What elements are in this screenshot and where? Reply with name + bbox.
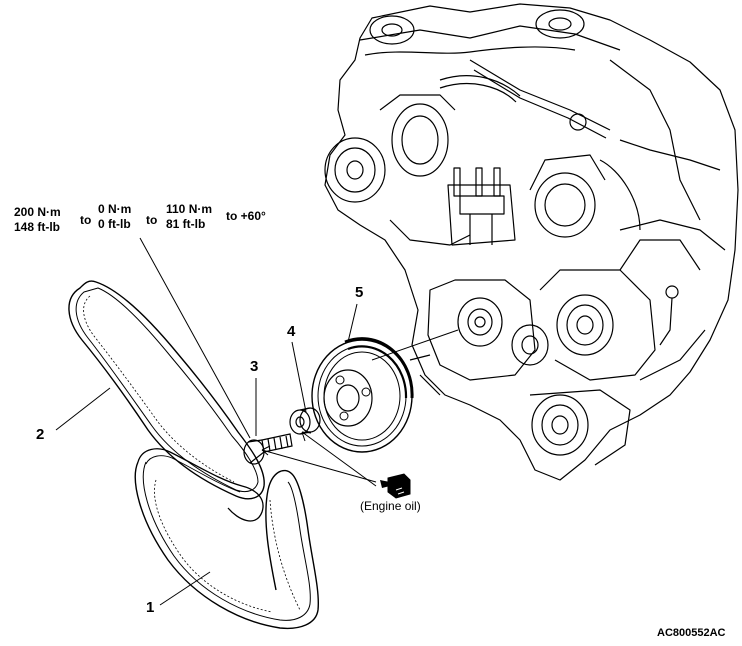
torque-step-1-ftlb: 148 ft-lb (14, 220, 61, 234)
callout-2: 2 (36, 426, 45, 443)
callout-5: 5 (355, 284, 364, 301)
torque-step-2: 0 N·m 0 ft-lb (98, 203, 131, 230)
leader-lines (55, 237, 459, 606)
torque-step-3: 110 N·m 81 ft-lb (166, 203, 212, 230)
engine-oil-note: (Engine oil) (360, 499, 421, 513)
callout-3: 3 (250, 358, 259, 375)
engine-block (324, 3, 739, 481)
torque-step-3-nm: 110 N·m (166, 202, 213, 216)
washer (289, 407, 321, 435)
figure-code: AC800552AC (657, 627, 726, 639)
pulley-bolt (243, 433, 293, 465)
torque-step-2-ftlb: 0 ft-lb (98, 217, 131, 231)
torque-step-1: 200 N·m 148 ft-lb (14, 206, 61, 233)
drive-belt-long (68, 280, 265, 500)
callout-1: 1 (146, 599, 155, 616)
torque-step-2-nm: 0 N·m (98, 202, 132, 216)
torque-step-3-ftlb: 81 ft-lb (166, 217, 206, 231)
callout-4: 4 (287, 323, 296, 340)
torque-connector-3: to +60° (226, 209, 266, 223)
torque-connector-1: to (80, 213, 92, 227)
oil-can-icon (380, 473, 411, 499)
torque-connector-2: to (146, 213, 158, 227)
torque-step-1-nm: 200 N·m (14, 205, 61, 219)
drive-belt-short (134, 448, 320, 630)
crankshaft-pulley (311, 337, 414, 453)
